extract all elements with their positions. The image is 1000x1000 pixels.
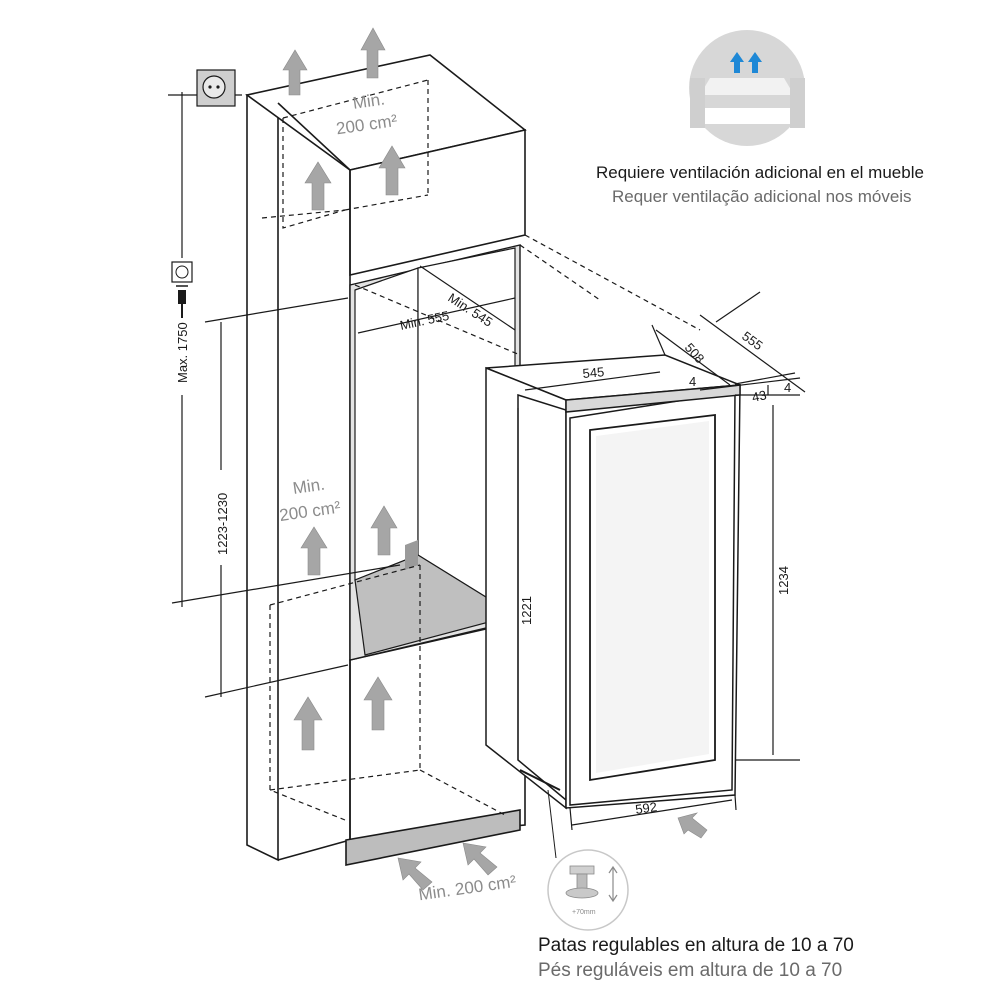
- airflow-arrow-icon: [282, 49, 308, 96]
- airflow-arrow-icon: [370, 505, 398, 556]
- appliance-total-height-dim: 1234: [776, 566, 791, 595]
- ventilation-note-pt: Requer ventilação adicional nos móveis: [612, 187, 912, 206]
- max-height-dim: Max. 1750: [175, 322, 190, 383]
- ventilation-inset-icon: [686, 30, 808, 146]
- middle-vent-min-label: Min.: [292, 475, 326, 498]
- top-vent-min-label: Min.: [352, 90, 386, 113]
- feet-note-pt: Pés reguláveis em altura de 10 a 70: [538, 960, 843, 981]
- furniture-cabinet: [245, 54, 527, 866]
- airflow-arrow-icon: [397, 857, 433, 891]
- feet-scale-label: +70mm: [572, 909, 596, 916]
- adjustable-foot-icon: [547, 789, 629, 931]
- appliance-depth-dim: 508: [682, 340, 708, 366]
- airflow-arrow-icon: [360, 27, 386, 79]
- socket-outlet-icon: [171, 261, 193, 283]
- appliance-width-top-dim: 545: [582, 364, 605, 381]
- plug-icon: [176, 285, 188, 318]
- right-dimensions: [517, 291, 806, 831]
- niche-cavity: [349, 244, 521, 661]
- airflow-arrow-icon: [293, 696, 323, 751]
- bottom-vent-label: Min. 200 cm²: [417, 872, 517, 905]
- power-socket-icon: [196, 69, 236, 107]
- door-gap-dim: 4: [689, 374, 696, 389]
- appliance-height-dim: 1221: [519, 596, 534, 625]
- left-dimensions: [168, 92, 516, 698]
- ventilation-note-es: Requiere ventilación adicional en el mue…: [596, 163, 924, 182]
- airflow-arrow-icon: [304, 161, 332, 211]
- airflow-arrow-icon: [378, 145, 406, 196]
- airflow-arrow-icon: [300, 526, 328, 576]
- feet-note-es: Patas regulables en altura de 10 a 70: [538, 935, 854, 956]
- side-gap-dim: 4: [784, 380, 791, 395]
- wine-cooler-appliance: [485, 354, 741, 810]
- middle-vent-area-label: 200 cm²: [278, 498, 342, 525]
- niche-height-dim: 1223-1230: [215, 493, 230, 555]
- airflow-arrows: [282, 27, 708, 891]
- door-thickness-dim: 43: [751, 387, 768, 405]
- appliance-total-depth-dim: 555: [739, 328, 765, 353]
- airflow-arrow-icon: [462, 842, 498, 876]
- ventilation-blue-arrow-icon: [748, 52, 762, 73]
- ventilation-blue-arrow-icon: [730, 52, 744, 73]
- airflow-arrow-icon: [677, 812, 708, 839]
- airflow-arrow-icon: [363, 676, 393, 731]
- appliance-front-width-dim: 592: [634, 799, 658, 817]
